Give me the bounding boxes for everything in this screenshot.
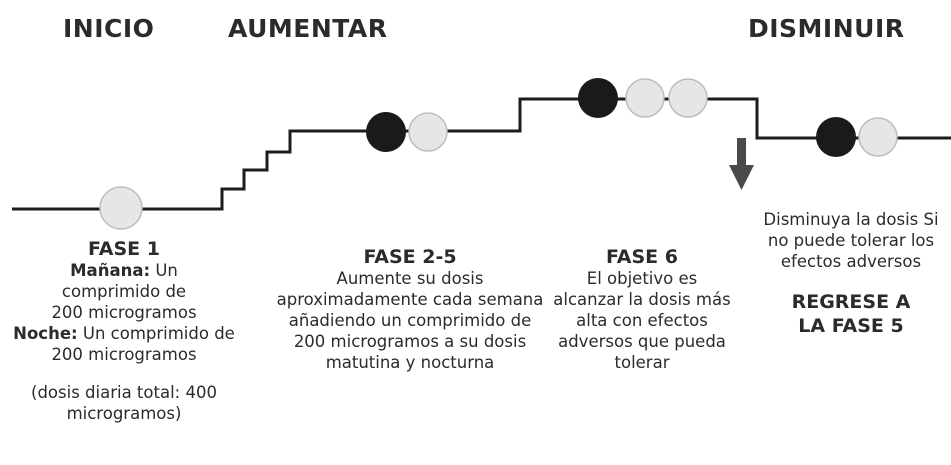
phase-1-title: FASE 1 — [87, 238, 160, 260]
header-aumentar: AUMENTAR — [228, 14, 388, 43]
phase-2-5-title: FASE 2-5 — [363, 246, 457, 268]
down-arrow-icon — [729, 138, 754, 190]
pill-light-fase6-a — [625, 78, 665, 118]
night-text: Un comprimido de 200 microgramos — [51, 324, 235, 364]
decrease-column: Disminuya la dosis Si no puede tolerar l… — [752, 209, 950, 338]
morning-text: Un comprimido de 200 microgramos — [51, 261, 197, 322]
phase-6-text: El objetivo es alcanzar la dosis más alt… — [553, 269, 731, 372]
pill-light-fase6-b — [668, 78, 708, 118]
header-disminuir: DISMINUIR — [748, 14, 905, 43]
pill-light-disminuir — [858, 117, 898, 157]
pill-light-fase1 — [99, 186, 143, 230]
decrease-text: Disminuya la dosis Si no puede tolerar l… — [763, 210, 939, 271]
pill-light-fase2-5 — [408, 112, 448, 152]
night-label: Noche: — [13, 324, 78, 343]
daily-total-note: (dosis diaria total: 400 microgramos) — [31, 383, 217, 423]
return-to-phase-5: REGRESE A LA FASE 5 — [791, 291, 911, 337]
header-inicio: INICIO — [63, 14, 155, 43]
pill-dark-fase2-5 — [366, 112, 406, 152]
pill-dark-disminuir — [816, 117, 856, 157]
staircase-line — [12, 97, 951, 211]
phase-1-column: FASE 1 Mañana: Un comprimido de 200 micr… — [4, 238, 244, 424]
phase-6-column: FASE 6 El objetivo es alcanzar la dosis … — [544, 246, 740, 373]
phase-2-5-text: Aumente su dosis aproximadamente cada se… — [276, 269, 544, 372]
pill-dark-fase6 — [578, 78, 618, 118]
phase-2-5-column: FASE 2-5 Aumente su dosis aproximadament… — [272, 246, 548, 373]
phase-6-title: FASE 6 — [605, 246, 678, 268]
morning-label: Mañana: — [70, 261, 151, 280]
